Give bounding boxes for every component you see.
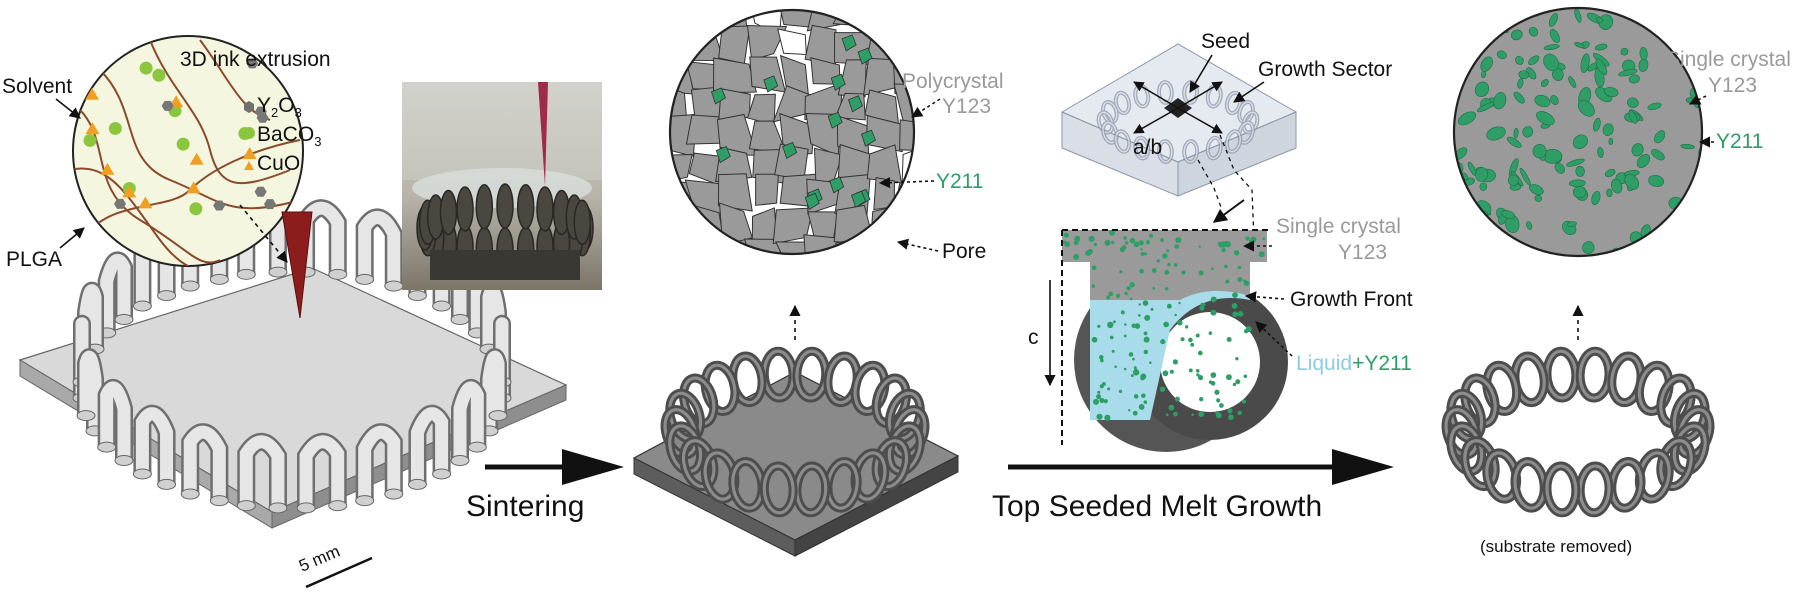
growth-front-label: Growth Front [1290, 288, 1413, 311]
grain-y211-label: Y211 [936, 170, 984, 193]
growth-sector-label: Growth Sector [1258, 58, 1392, 81]
growth-sector-pointer [1233, 81, 1265, 103]
stage-2-sintered: Polycrystal Y123 Y211 Pore [632, 8, 1004, 557]
legend-cuo: CuO [257, 152, 300, 175]
melt-growth-label: Top Seeded Melt Growth [992, 490, 1322, 523]
scale-bar [305, 556, 373, 589]
ab-axis-label: a/b [1133, 136, 1162, 159]
circle-icon [243, 127, 255, 139]
stage-4-single-crystal: Single crystal Y123 Y211 (substrate remo… [1441, 6, 1791, 556]
liquid-y211-label: Liquid+Y211 [1296, 352, 1412, 375]
melt-growth-arrow: Top Seeded Melt Growth [992, 449, 1394, 523]
stage-1-extrusion: 3D ink extrusion Solvent PLGA Y2O3 BaCO3… [2, 35, 602, 589]
nozzle-icon [281, 211, 313, 319]
substrate-removed-label: (substrate removed) [1480, 537, 1632, 556]
single-crystal-y123-label: Y123 [1338, 241, 1387, 264]
polycrystal-zoom-circle [668, 8, 916, 256]
pore-pointer [896, 238, 939, 252]
seed-label: Seed [1201, 30, 1250, 53]
final-y211-label: Y211 [1716, 130, 1764, 153]
final-single-crystal-label: Single crystal [1666, 48, 1791, 71]
ink-legend: Y2O3 BaCO3 CuO [243, 94, 321, 175]
c-axis-label: c [1028, 326, 1039, 349]
sintered-coil [660, 346, 930, 518]
legend-y2o3: Y2O3 [257, 94, 302, 120]
final-y123-pointer [1688, 94, 1707, 105]
pore-label: Pore [942, 240, 986, 263]
extrusion-photo [402, 82, 602, 290]
ink-title: 3D ink extrusion [180, 48, 331, 71]
single-crystal-label: Single crystal [1276, 215, 1401, 238]
polycrystal-y123-label: Y123 [942, 95, 991, 118]
zoom-pointer-3 [1212, 199, 1245, 223]
triangle-icon [244, 161, 254, 170]
polycrystal-label: Polycrystal [902, 70, 1004, 93]
single-crystal-zoom-circle [1452, 6, 1704, 258]
ink-zoom-circle [72, 35, 304, 267]
final-coil [1441, 346, 1715, 518]
growth-cross-section [1062, 229, 1288, 452]
plga-pointer [59, 227, 85, 249]
stage-3-growth: Seed Growth Sector a/b c Single crystal … [1028, 30, 1413, 452]
plga-label: PLGA [6, 248, 62, 271]
liquid-pointer [1255, 321, 1293, 357]
scale-bar-label: 5 mm [296, 542, 343, 576]
solvent-label: Solvent [2, 75, 72, 98]
legend-baco3: BaCO3 [257, 123, 321, 149]
hexagon-icon [244, 101, 254, 113]
seed-box [1060, 43, 1298, 241]
sintering-label: Sintering [466, 490, 584, 523]
seed-pointer [1189, 54, 1213, 93]
final-y123-label: Y123 [1708, 74, 1757, 97]
polycrystal-pointer [911, 98, 941, 118]
growth-front-pointer [1244, 291, 1285, 303]
sintering-arrow: Sintering [466, 449, 624, 523]
solvent-pointer [55, 98, 81, 119]
